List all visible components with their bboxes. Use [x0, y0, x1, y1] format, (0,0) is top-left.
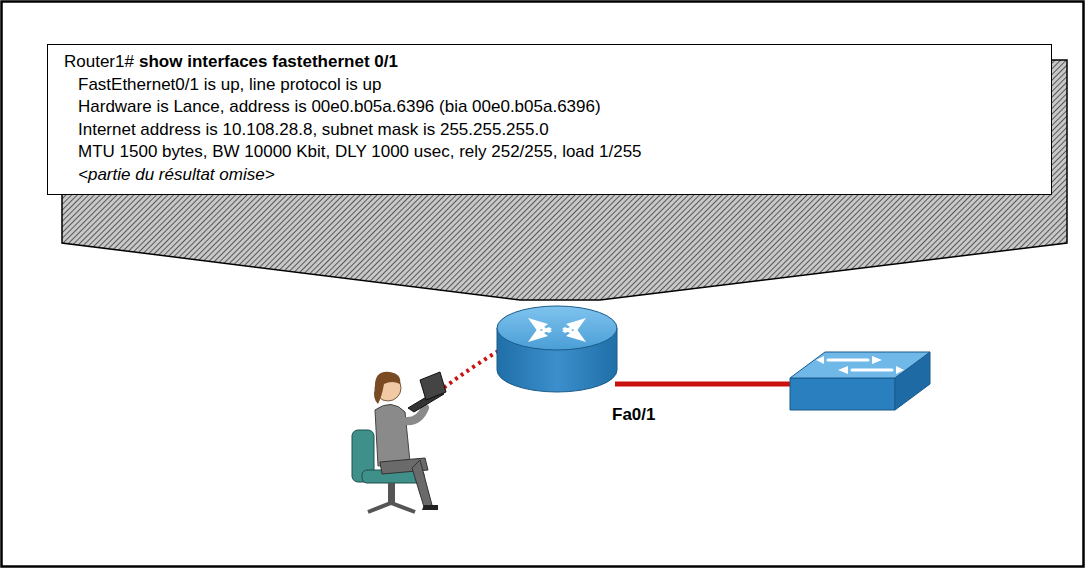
command: show interfaces fastethernet 0/1	[139, 52, 398, 71]
output-line: MTU 1500 bytes, BW 10000 Kbit, DLY 1000 …	[64, 141, 1041, 164]
prompt: Router1#	[64, 52, 134, 71]
console-cable	[438, 350, 500, 392]
user-figure	[352, 372, 446, 512]
command-line: Router1# show interfaces fastethernet 0/1	[64, 51, 1041, 74]
ethernet-link	[615, 382, 790, 387]
output-line: Hardware is Lance, address is 00e0.b05a.…	[64, 96, 1041, 119]
switch-symbol	[790, 352, 930, 410]
router-symbol	[497, 306, 617, 392]
output-line: Internet address is 10.108.28.8, subnet …	[64, 119, 1041, 142]
output-line: <partie du résultat omise>	[64, 164, 1041, 187]
interface-label: Fa0/1	[612, 405, 655, 425]
output-line: FastEthernet0/1 is up, line protocol is …	[64, 74, 1041, 97]
callout-box: Router1# show interfaces fastethernet 0/1…	[47, 44, 1052, 195]
